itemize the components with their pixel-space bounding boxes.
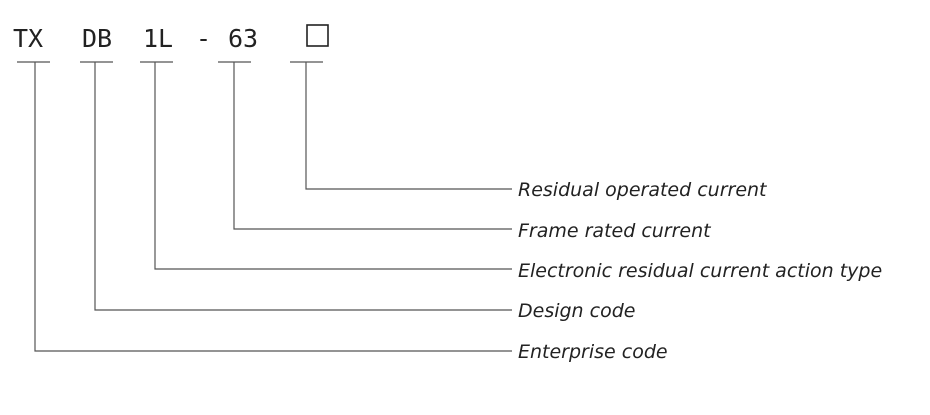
code-segment-design: DB (82, 24, 112, 53)
code-segment-enterprise: TX (13, 24, 43, 53)
label-enterprise-code: Enterprise code (518, 341, 668, 363)
label-action-type: Electronic residual current action type (518, 260, 882, 282)
code-segment-dash: - (196, 24, 211, 53)
leader-residual-operated-current (305, 62, 512, 190)
label-residual-operated-current: Residual operated current (518, 179, 768, 201)
placeholder-box (306, 24, 329, 47)
leader-action-type (154, 62, 512, 270)
leader-enterprise-code (34, 62, 512, 352)
code-segment-rated-current: 63 (228, 24, 258, 53)
code-segment-action-type: 1L (143, 24, 173, 53)
leader-frame-rated-current (233, 62, 512, 230)
label-frame-rated-current: Frame rated current (518, 220, 712, 242)
label-design-code: Design code (518, 300, 635, 322)
leader-design-code (94, 62, 512, 311)
